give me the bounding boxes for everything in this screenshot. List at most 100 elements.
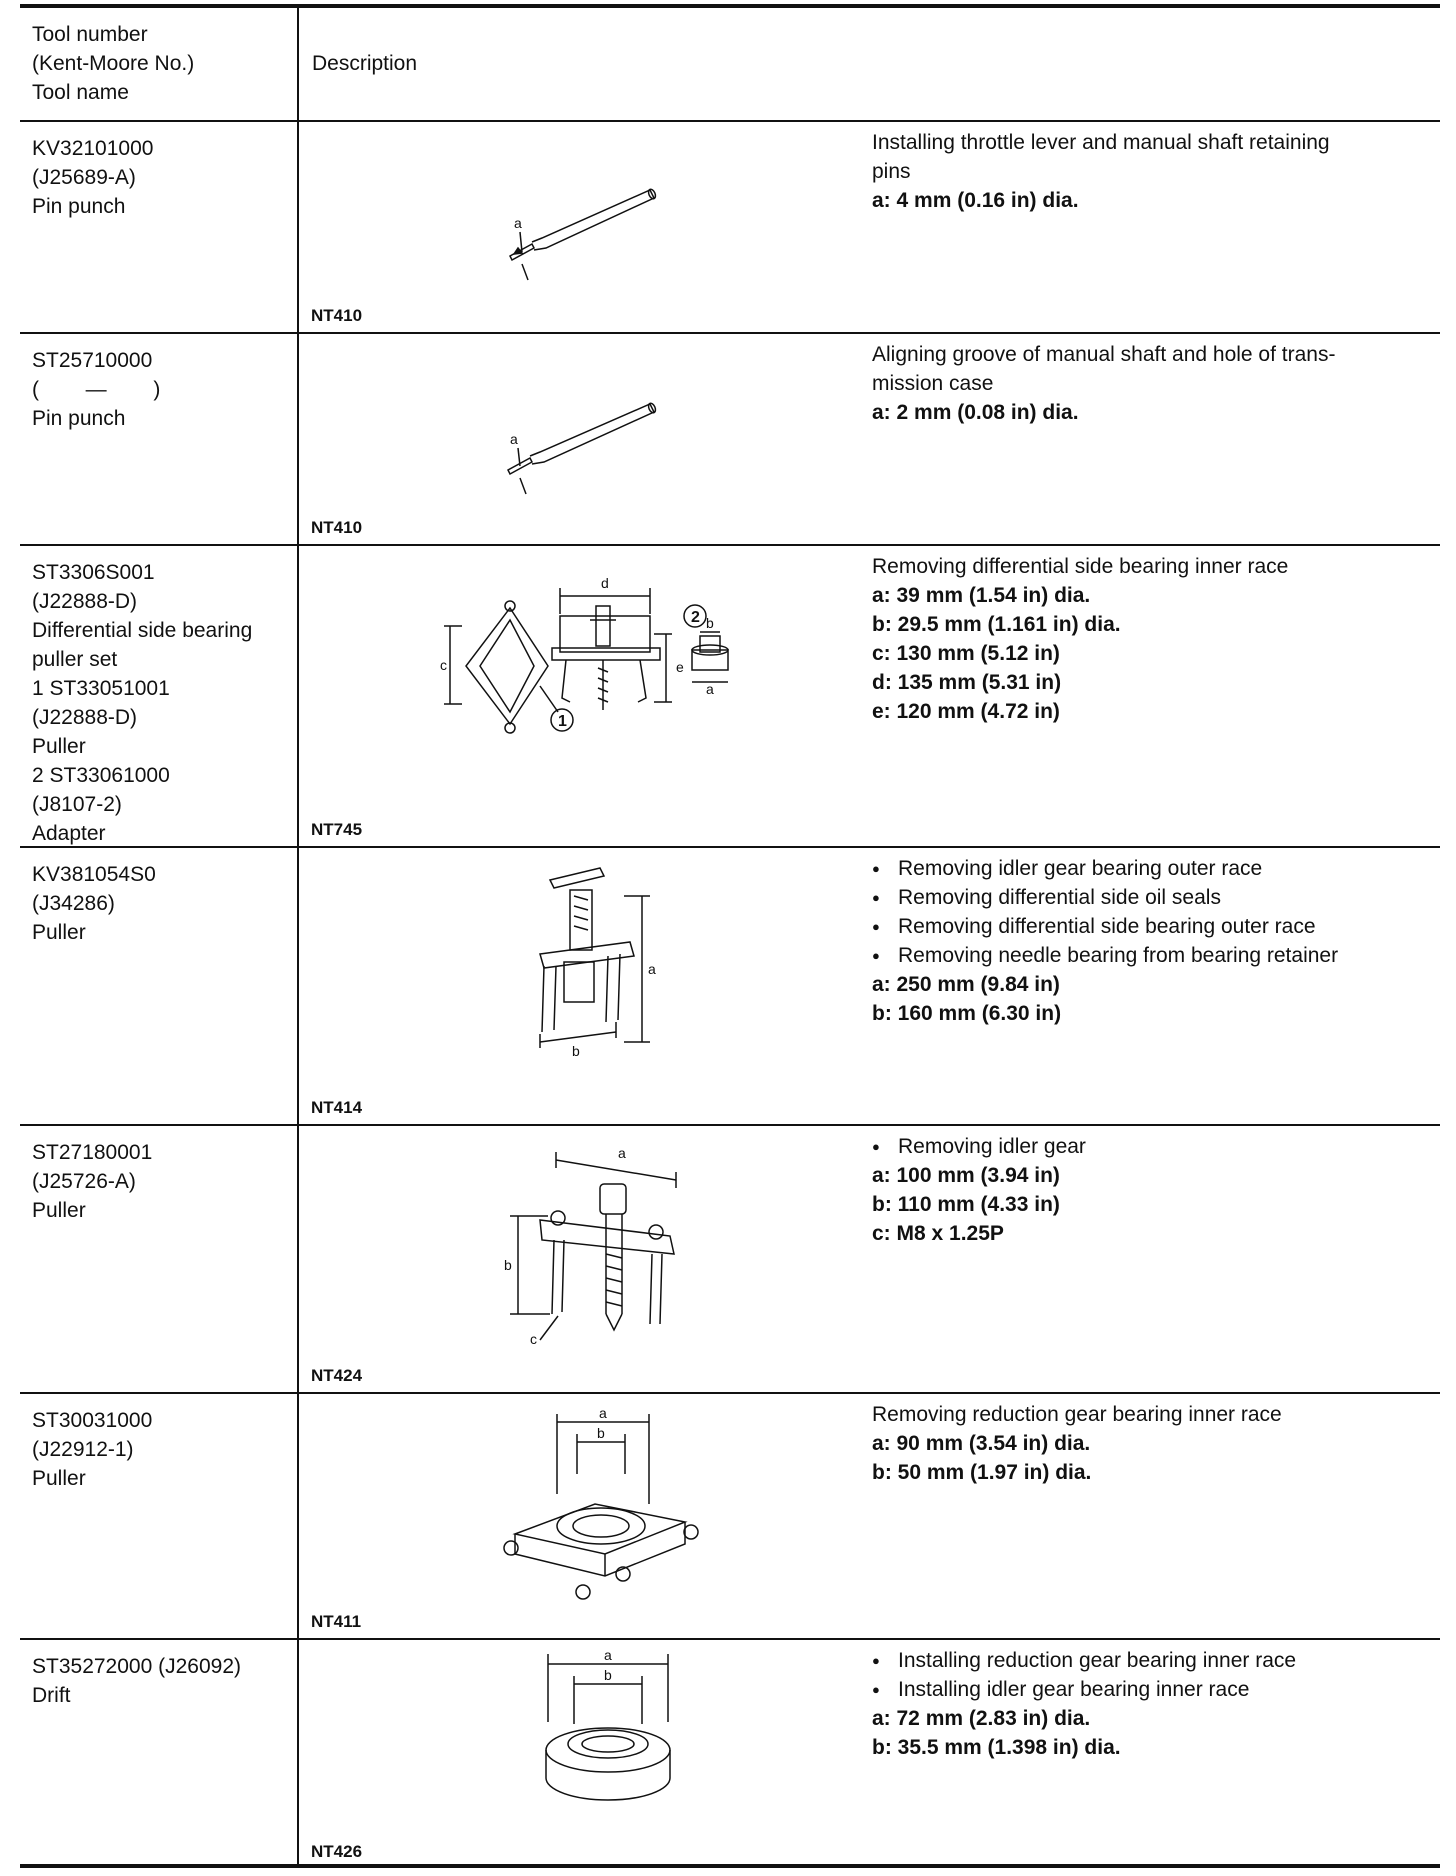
component-name: Adapter [32, 822, 106, 845]
dimension-label-b: b [504, 1257, 512, 1273]
figure-code: NT426 [311, 1842, 363, 1861]
tool-id: ST27180001 (J25726-A) Puller [32, 1138, 292, 1225]
tool-description: Removing idler gear bearing outer race R… [872, 854, 1432, 1028]
component-number: 2 ST33061000 [32, 764, 170, 787]
header-col1: Tool number (Kent-Moore No.) Tool name [32, 20, 292, 107]
kent-moore-number: (J25726-A) [32, 1170, 136, 1193]
bullet-item: Removing differential side oil seals [872, 883, 1432, 912]
bullet-item: Removing idler gear bearing outer race [872, 854, 1432, 883]
dimension-label-b: b [604, 1667, 612, 1683]
tool-number: KV32101000 [32, 137, 154, 160]
tool-name: Pin punch [32, 195, 126, 218]
dimension-label-a: a [604, 1648, 612, 1663]
table-row: ST3306S001 (J22888-D) Differential side … [20, 546, 1440, 848]
tool-description: Removing differential side bearing inner… [872, 552, 1432, 726]
spec-line: e: 120 mm (4.72 in) [872, 700, 1060, 723]
spec-line: a: 100 mm (3.94 in) [872, 1164, 1060, 1187]
tool-number: KV381054S0 [32, 863, 156, 886]
tool-id: KV381054S0 (J34286) Puller [32, 860, 292, 947]
description-line: Installing throttle lever and manual sha… [872, 131, 1330, 154]
kent-moore-number: ( — ) [32, 378, 161, 401]
table-row: KV381054S0 (J34286) Puller a [20, 848, 1440, 1126]
kent-moore-number: (J22912-1) [32, 1438, 134, 1461]
dimension-label-c: c [440, 657, 447, 673]
figure-code: NT410 [311, 518, 363, 537]
table-row: ST25710000 ( — ) Pin punch a NT410 Align… [20, 334, 1440, 546]
tool-description: Removing idler gear a: 100 mm (3.94 in) … [872, 1132, 1432, 1248]
kent-moore-number: (J25689-A) [32, 166, 136, 189]
spec-line: d: 135 mm (5.31 in) [872, 671, 1062, 694]
spec-line: a: 39 mm (1.54 in) dia. [872, 584, 1091, 607]
dimension-label-a: a [510, 431, 518, 447]
tool-number: ST3306S001 [32, 561, 155, 584]
header-line: Tool name [32, 81, 129, 104]
figure-code: NT411 [311, 1612, 362, 1631]
dimension-label-a: a [514, 215, 522, 231]
bearing-race-puller-illustration: a b [485, 1404, 725, 1614]
component-name: Puller [32, 735, 86, 758]
table-row: ST30031000 (J22912-1) Puller [20, 1394, 1440, 1640]
spec-line: b: 50 mm (1.97 in) dia. [872, 1461, 1092, 1484]
tool-name: Puller [32, 1199, 86, 1222]
description-line: Removing reduction gear bearing inner ra… [872, 1403, 1282, 1426]
pin-punch-illustration: a [470, 182, 670, 282]
header-line: (Kent-Moore No.) [32, 52, 195, 75]
description-line: Aligning groove of manual shaft and hole… [872, 343, 1336, 366]
bottom-rule [20, 1864, 1440, 1868]
description-line: pins [872, 160, 911, 183]
table-header: Tool number (Kent-Moore No.) Tool name D… [20, 8, 1440, 122]
tool-number: ST25710000 [32, 349, 153, 372]
special-tools-page: Tool number (Kent-Moore No.) Tool name D… [20, 4, 1440, 1868]
figure-code: NT745 [311, 820, 363, 839]
bullet-item: Removing differential side bearing outer… [872, 912, 1432, 941]
bullet-item: Installing idler gear bearing inner race [872, 1675, 1432, 1704]
dimension-label-e: e [676, 659, 684, 675]
tool-id: ST25710000 ( — ) Pin punch [32, 346, 292, 433]
tool-name: Puller [32, 921, 86, 944]
tool-number: ST27180001 [32, 1141, 153, 1164]
drift-illustration: a b [520, 1648, 690, 1818]
dimension-label-b: b [706, 615, 714, 631]
tool-number: ST30031000 [32, 1409, 153, 1432]
tool-description: Removing reduction gear bearing inner ra… [872, 1400, 1432, 1487]
table-row: ST35272000 (J26092) Drift a b [20, 1640, 1440, 1868]
tool-name: Puller [32, 1467, 86, 1490]
spec-line: b: 160 mm (6.30 in) [872, 1002, 1062, 1025]
component-number: 1 ST33051001 [32, 677, 170, 700]
dimension-label-a: a [599, 1405, 607, 1421]
spec-line: a: 72 mm (2.83 in) dia. [872, 1707, 1091, 1730]
header-description: Description [312, 52, 418, 75]
dimension-label-a: a [648, 961, 656, 977]
callout-1: 1 [558, 713, 567, 730]
bullet-item: Removing idler gear [872, 1132, 1432, 1161]
description-line: Removing differential side bearing inner… [872, 555, 1289, 578]
tool-name: Differential side bearing [32, 619, 253, 642]
figure-code: NT410 [311, 306, 363, 325]
dimension-label-b: b [572, 1043, 580, 1059]
dimension-label-c: c [530, 1331, 537, 1344]
dimension-label-b: b [597, 1425, 605, 1441]
spec-line: a: 4 mm (0.16 in) dia. [872, 189, 1079, 212]
tool-name: Drift [32, 1684, 71, 1707]
tool-id: ST30031000 (J22912-1) Puller [32, 1406, 292, 1493]
tool-id: ST3306S001 (J22888-D) Differential side … [32, 558, 292, 848]
figure-code: NT414 [311, 1098, 363, 1117]
puller-illustration: a b [520, 862, 680, 1062]
tool-name: puller set [32, 648, 118, 671]
kent-moore-number: (J22888-D) [32, 590, 138, 613]
tool-id: KV32101000 (J25689-A) Pin punch [32, 134, 292, 221]
kent-moore-number: (J34286) [32, 892, 115, 915]
bearing-puller-set-illustration: c d e b a 1 2 [440, 568, 760, 778]
table-row: KV32101000 (J25689-A) Pin punch a NT410 … [20, 122, 1440, 334]
spec-line: a: 90 mm (3.54 in) dia. [872, 1432, 1091, 1455]
pin-punch-illustration: a [470, 396, 670, 496]
dimension-label-a: a [618, 1145, 626, 1161]
top-rule [20, 4, 1440, 8]
component-kent-moore: (J8107-2) [32, 793, 122, 816]
callout-2: 2 [691, 609, 700, 626]
tool-description: Installing throttle lever and manual sha… [872, 128, 1432, 215]
spec-line: a: 250 mm (9.84 in) [872, 973, 1060, 996]
tool-description: Aligning groove of manual shaft and hole… [872, 340, 1432, 427]
table-row: ST27180001 (J25726-A) Puller [20, 1126, 1440, 1394]
spec-line: b: 29.5 mm (1.161 in) dia. [872, 613, 1121, 636]
